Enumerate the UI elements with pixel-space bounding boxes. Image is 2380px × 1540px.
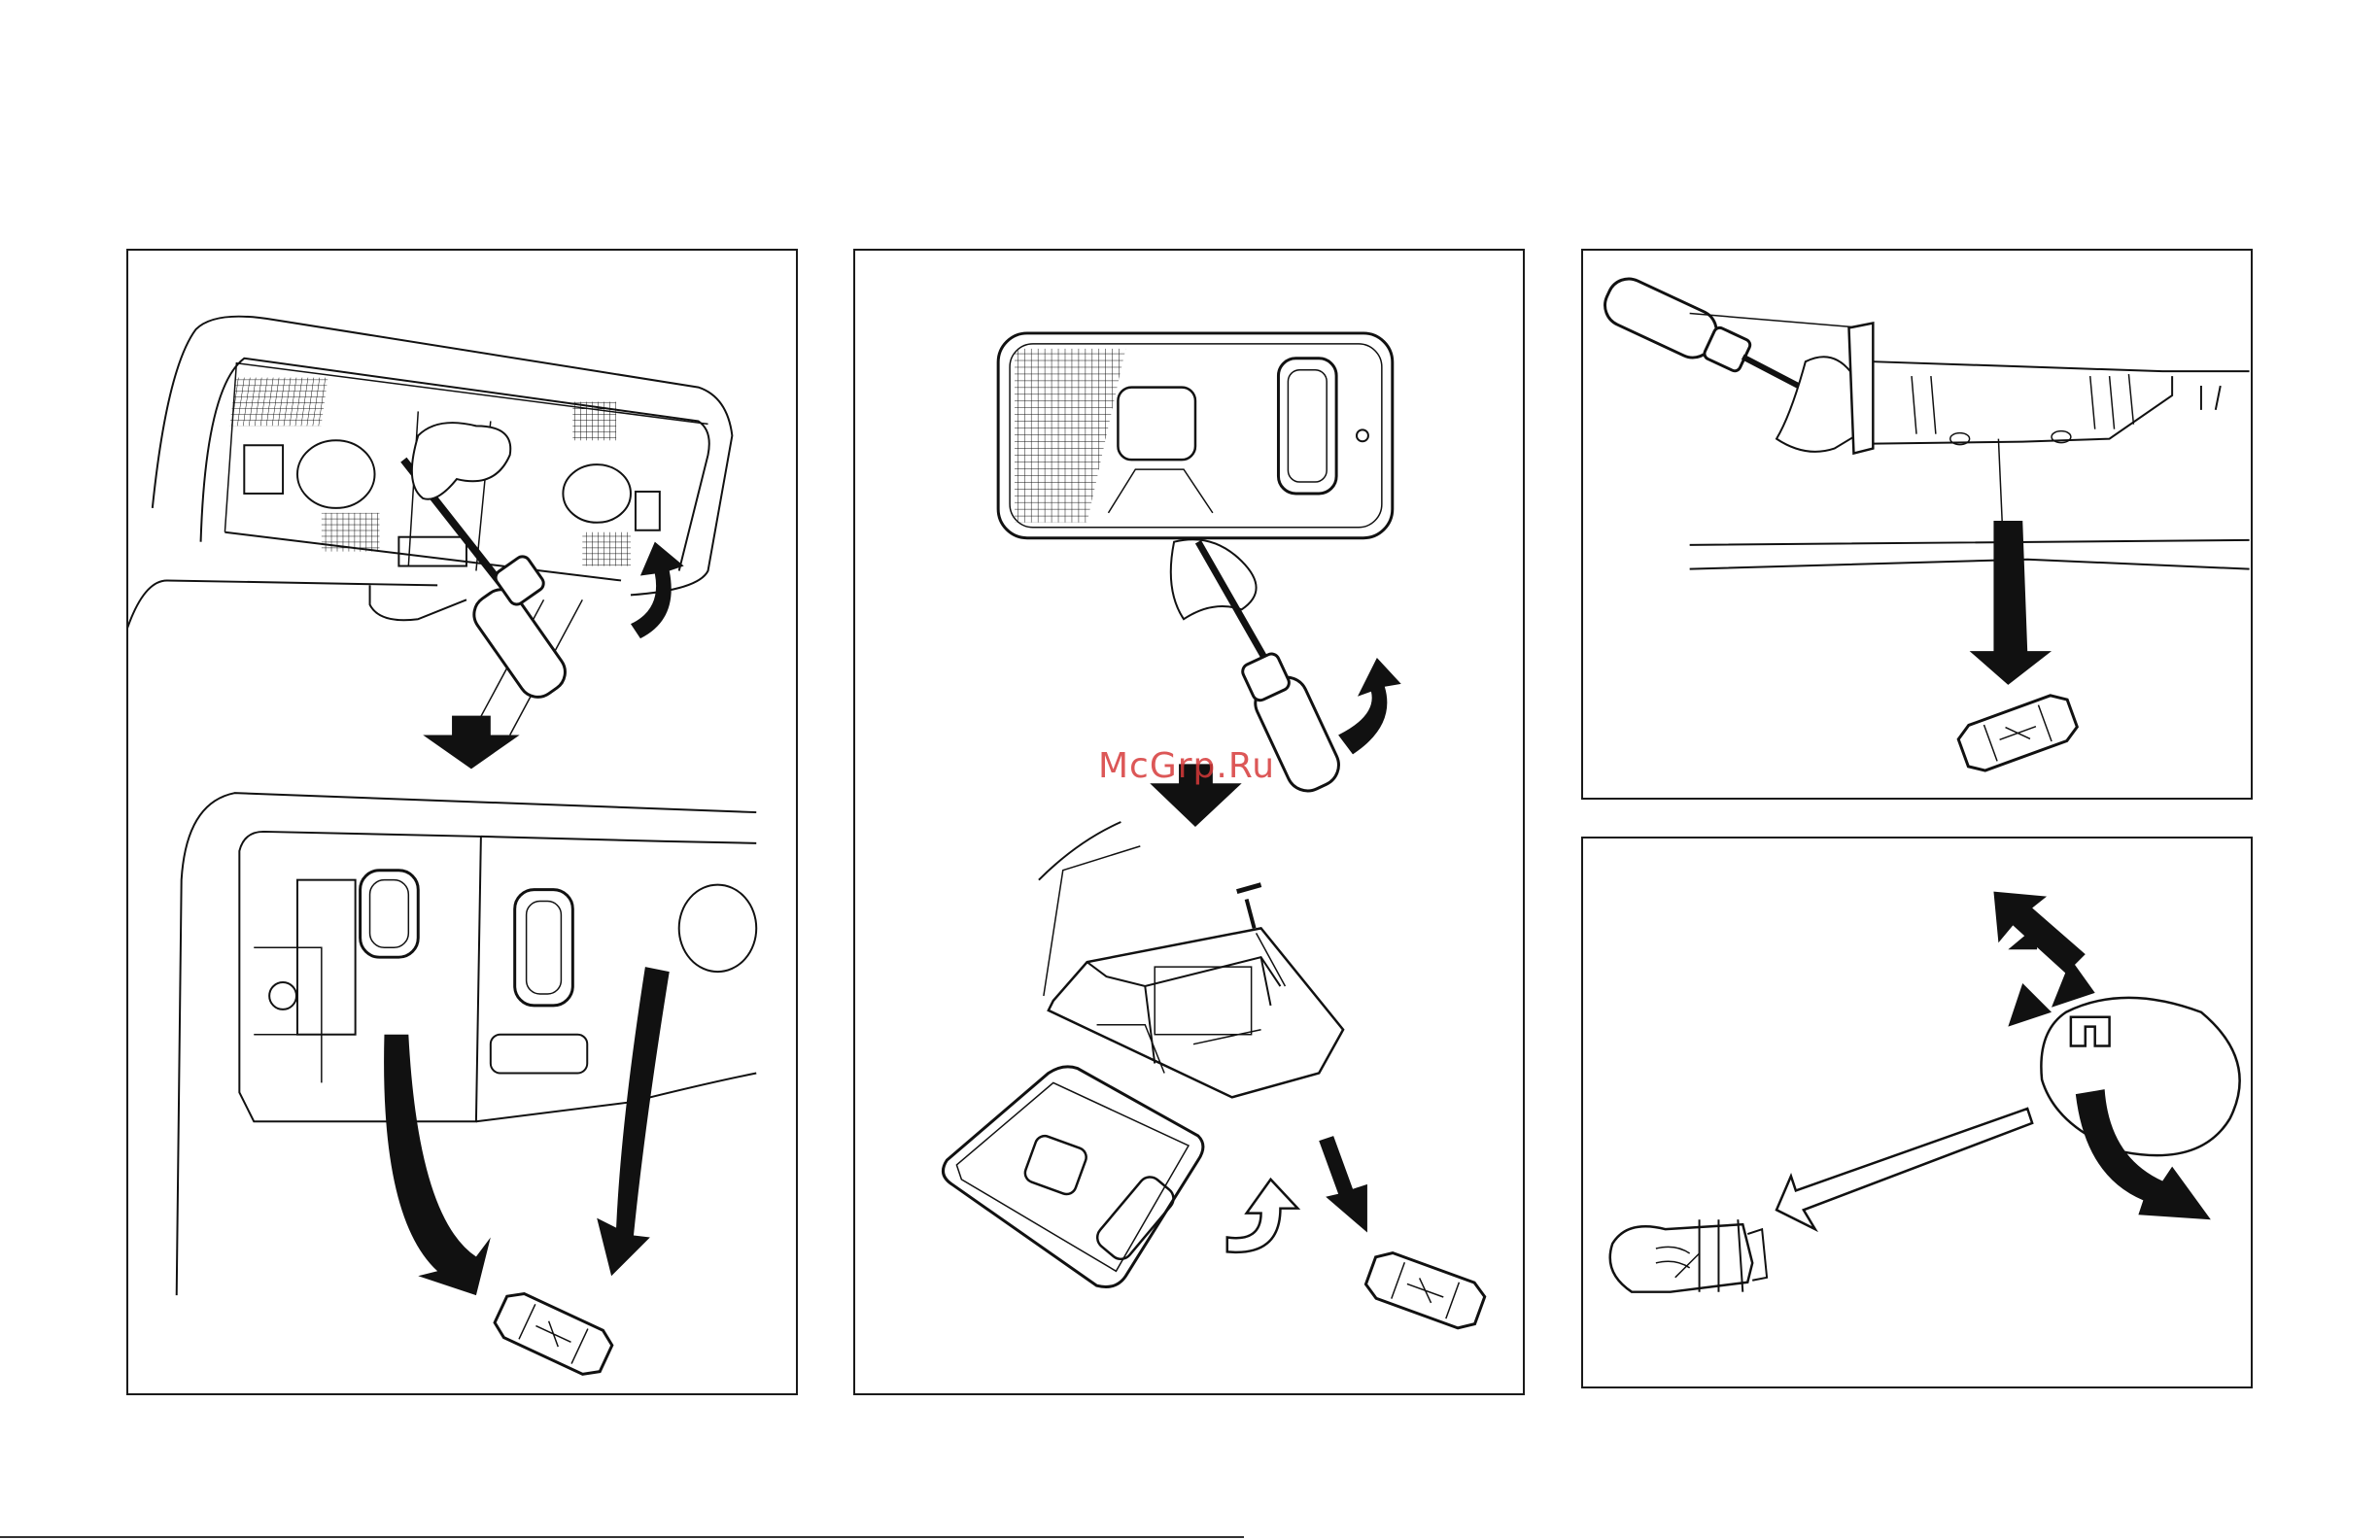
cloth-icon [1171, 539, 1257, 619]
lens-circle-left [297, 440, 375, 508]
door-light-housing-icon [1848, 323, 2249, 453]
figure-panel-bulb-socket [1581, 837, 2253, 1388]
lens-hatch-right [572, 402, 616, 441]
watermark: McGrp.Ru [1098, 746, 1275, 786]
figure-panel-map-light [853, 249, 1525, 1395]
festoon-bulb-icon [1362, 1248, 1488, 1333]
festoon-bulb-icon [1955, 691, 2081, 775]
map-light-illustration [855, 251, 1523, 1393]
footer-rule [0, 1536, 1244, 1538]
wedge-bulb-icon [1610, 1219, 1767, 1291]
cloth-icon [412, 423, 510, 499]
lens-cover-icon [943, 1067, 1202, 1287]
curved-arrow-icon [631, 542, 684, 638]
curved-arrow-icon [1338, 658, 1401, 754]
bulb-socket-illustration [1583, 838, 2251, 1386]
courtesy-light-illustration [1583, 251, 2251, 798]
curved-arrow-icon-right [597, 967, 670, 1276]
figure-panel-courtesy-light [1581, 249, 2253, 800]
festoon-bulb-icon [491, 1287, 616, 1380]
down-arrow-icon [423, 716, 519, 770]
figure-panel-overhead-console [126, 249, 798, 1395]
map-light-lens-icon [998, 333, 1393, 538]
down-arrow-icon [1970, 521, 2052, 685]
lens-hatch-left [229, 378, 328, 427]
bulb-socket-icon [2041, 998, 2239, 1155]
curved-arrow-icon-left [384, 1035, 491, 1295]
overhead-console-illustration [128, 251, 796, 1393]
